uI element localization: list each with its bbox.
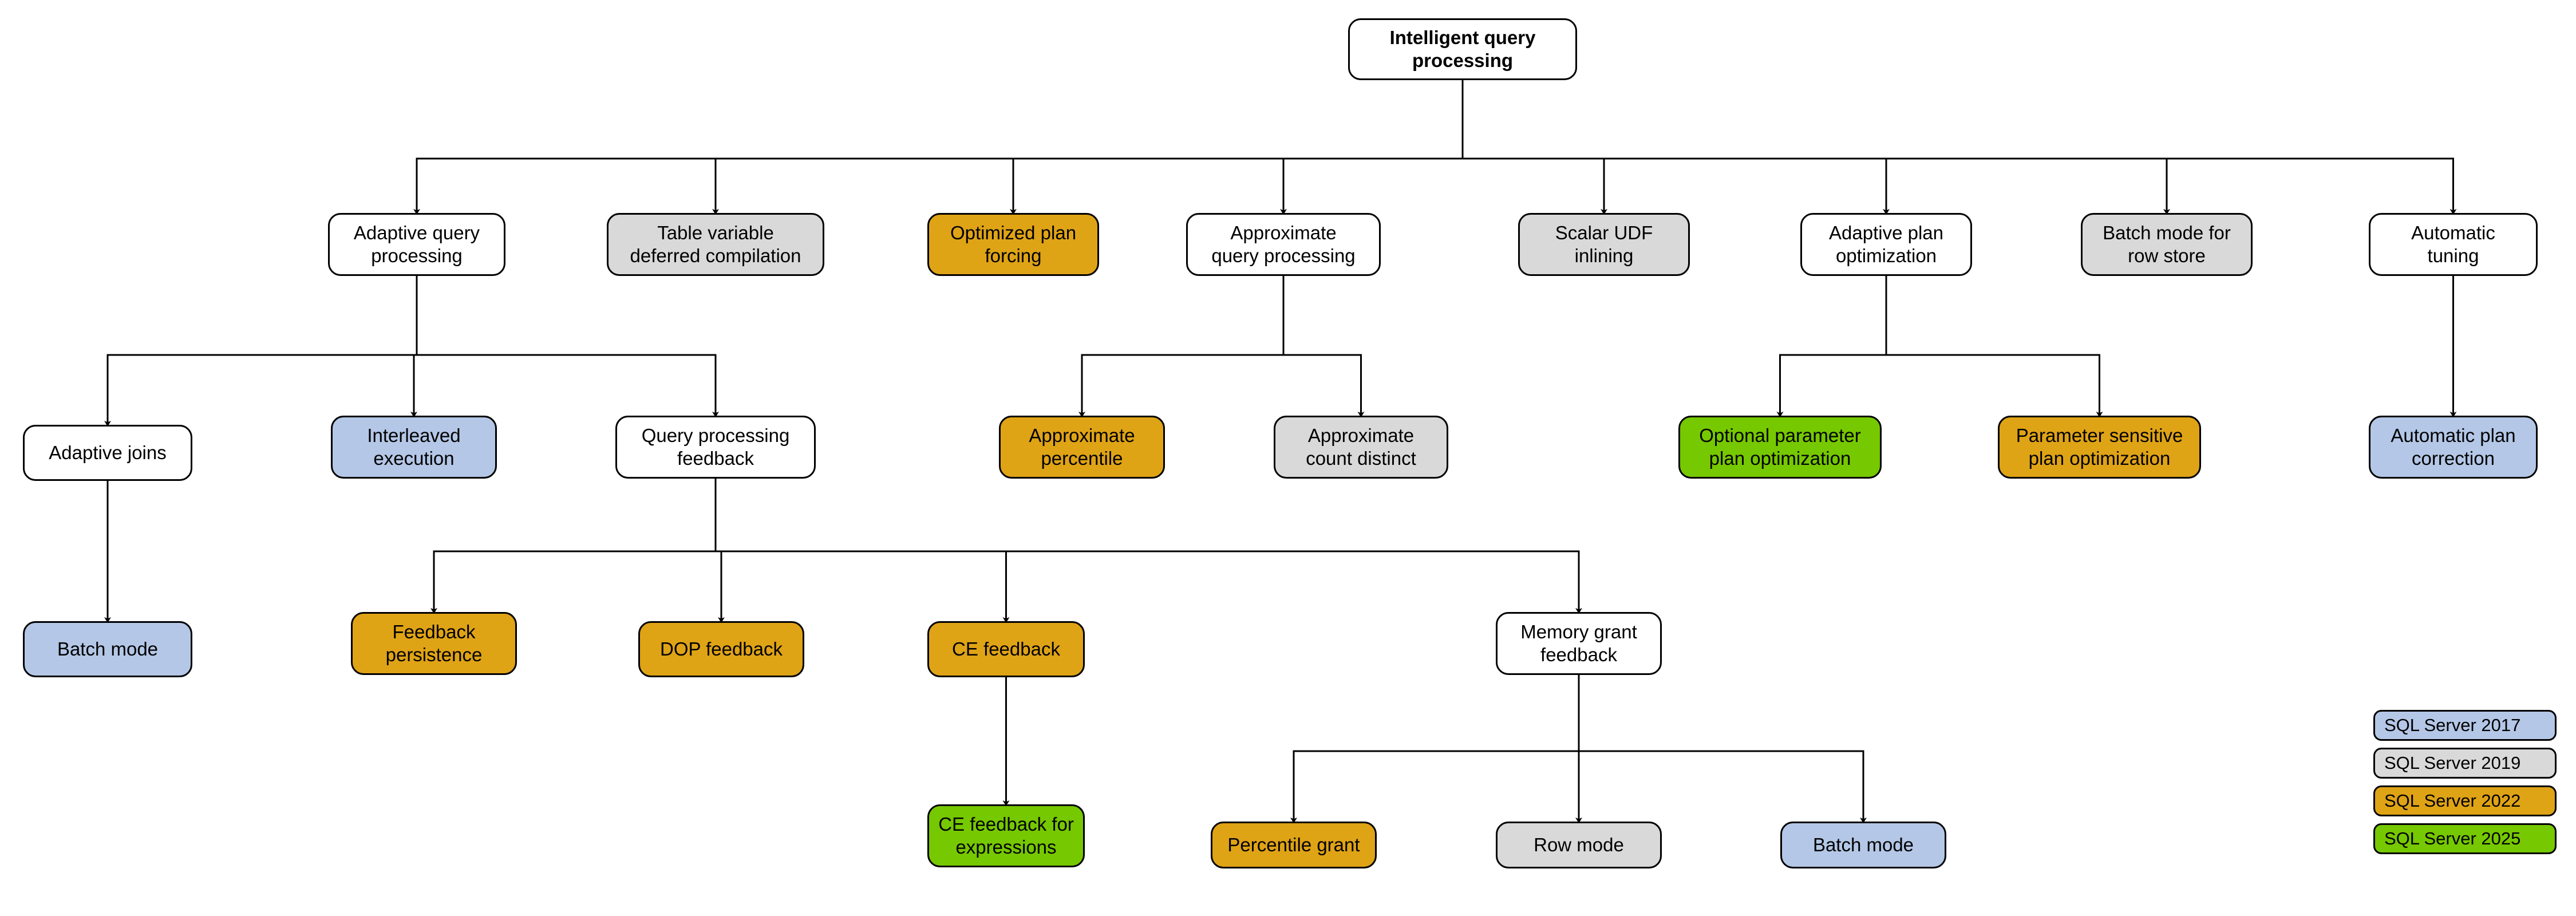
- connector-root-to-tvdc: [712, 80, 1464, 215]
- connector-root-to-at: [1461, 80, 2457, 215]
- node-ie[interactable]: Interleaved execution: [331, 416, 497, 479]
- node-mgf[interactable]: Memory grant feedback: [1496, 612, 1662, 675]
- legend-item-sql2025: SQL Server 2025: [2373, 823, 2557, 854]
- node-apc[interactable]: Automatic plan correction: [2369, 416, 2538, 479]
- node-acd[interactable]: Approximate count distinct: [1274, 416, 1448, 479]
- node-sudf[interactable]: Scalar UDF inlining: [1518, 213, 1690, 276]
- connector-apq-to-ap: [1078, 276, 1285, 417]
- node-fp[interactable]: Feedback persistence: [351, 612, 517, 675]
- node-dopf[interactable]: DOP feedback: [638, 621, 804, 677]
- node-ap[interactable]: Approximate percentile: [999, 416, 1165, 479]
- node-apo[interactable]: Adaptive plan optimization: [1800, 213, 1972, 276]
- legend-item-sql2019: SQL Server 2019: [2373, 748, 2557, 779]
- node-pg[interactable]: Percentile grant: [1211, 822, 1377, 868]
- connector-root-to-apq: [1280, 80, 1464, 215]
- connector-mgf-to-bm2: [1578, 675, 1867, 823]
- connector-apo-to-pspo: [1885, 276, 2103, 417]
- node-root[interactable]: Intelligent query processing: [1348, 18, 1577, 80]
- connector-root-to-aqp: [413, 80, 1464, 215]
- connector-root-to-sudf: [1461, 80, 1607, 215]
- node-aj[interactable]: Adaptive joins: [23, 425, 192, 481]
- node-rm[interactable]: Row mode: [1496, 822, 1662, 868]
- connector-apo-to-oppo: [1776, 276, 1887, 417]
- connector-mgf-to-pg: [1290, 675, 1580, 823]
- legend-item-sql2022: SQL Server 2022: [2373, 785, 2557, 816]
- connector-aqp-to-qpf: [416, 276, 719, 417]
- connector-aqp-to-aj: [104, 276, 418, 427]
- node-opf[interactable]: Optimized plan forcing: [927, 213, 1099, 276]
- connector-root-to-apo: [1461, 80, 1890, 215]
- node-tvdc[interactable]: Table variable deferred compilation: [607, 213, 824, 276]
- connector-root-to-opf: [1010, 80, 1464, 215]
- node-pspo[interactable]: Parameter sensitive plan optimization: [1998, 416, 2201, 479]
- connector-qpf-to-cef: [714, 479, 1010, 623]
- node-bmrs[interactable]: Batch mode for row store: [2081, 213, 2253, 276]
- connector-qpf-to-fp: [430, 479, 717, 614]
- node-cefe[interactable]: CE feedback for expressions: [927, 804, 1085, 867]
- node-oppo[interactable]: Optional parameter plan optimization: [1678, 416, 1882, 479]
- node-bm1[interactable]: Batch mode: [23, 621, 192, 677]
- legend-item-sql2017: SQL Server 2017: [2373, 710, 2557, 741]
- node-at[interactable]: Automatic tuning: [2369, 213, 2538, 276]
- node-apq[interactable]: Approximate query processing: [1186, 213, 1381, 276]
- node-bm2[interactable]: Batch mode: [1780, 822, 1946, 868]
- connector-apq-to-acd: [1282, 276, 1365, 417]
- node-qpf[interactable]: Query processing feedback: [615, 416, 816, 479]
- node-aqp[interactable]: Adaptive query processing: [328, 213, 505, 276]
- connector-root-to-bmrs: [1461, 80, 2170, 215]
- node-cef[interactable]: CE feedback: [927, 621, 1085, 677]
- connector-qpf-to-mgf: [714, 479, 1582, 614]
